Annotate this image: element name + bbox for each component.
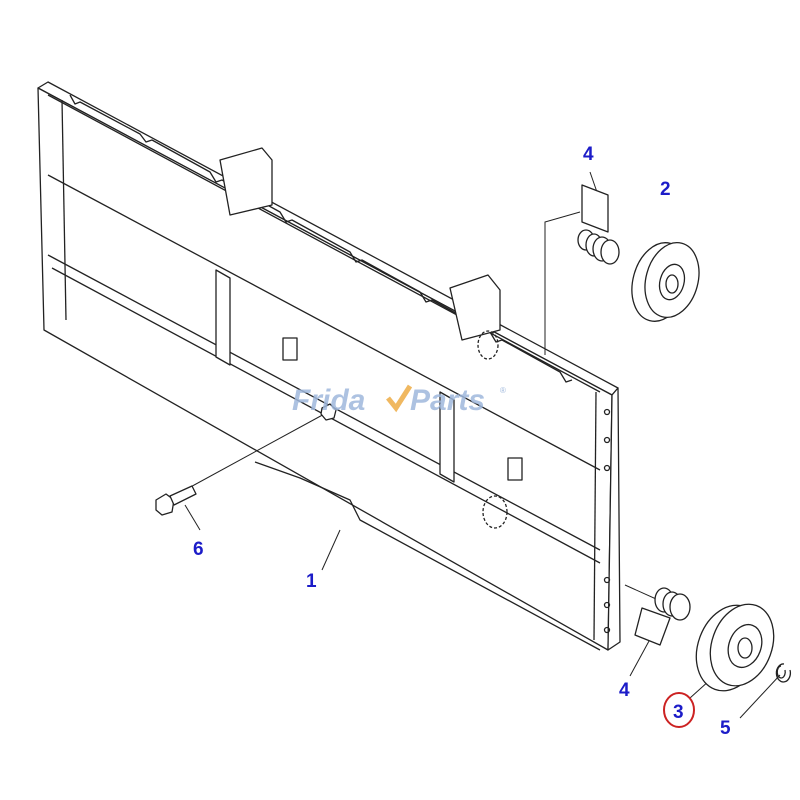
shaft-upper-part <box>577 184 620 265</box>
callout-6[interactable]: 6 <box>193 539 204 560</box>
callout-4-lower[interactable]: 4 <box>619 680 630 701</box>
watermark-text-right: Parts <box>410 384 485 417</box>
shaft-lower-part <box>634 587 691 646</box>
bolt-part <box>155 485 197 516</box>
nut-part <box>320 403 337 421</box>
callout-2[interactable]: 2 <box>660 179 671 200</box>
callout-5[interactable]: 5 <box>720 718 731 739</box>
bearing-part <box>631 242 700 322</box>
frame-part <box>37 81 621 651</box>
highlight-circle <box>663 692 695 728</box>
callout-1[interactable]: 1 <box>306 571 317 592</box>
frame-holes <box>603 408 611 634</box>
callout-4-upper[interactable]: 4 <box>583 144 594 165</box>
watermark-logo: Frida Parts ® <box>292 384 506 417</box>
watermark-text-left: Frida <box>292 384 365 417</box>
registered-mark: ® <box>500 386 506 395</box>
roller-part <box>695 603 775 692</box>
check-mark-icon <box>386 384 413 413</box>
snap-ring-part <box>775 663 792 683</box>
callout-3[interactable]: 3 <box>673 702 684 723</box>
